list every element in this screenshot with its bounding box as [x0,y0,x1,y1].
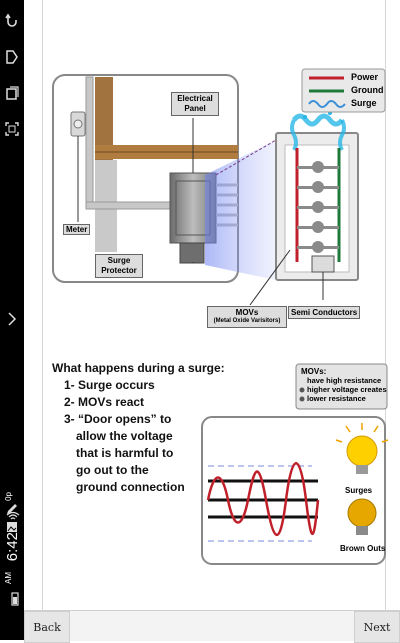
screenshot-icon[interactable] [3,120,21,138]
page-margin-right [385,0,386,610]
system-nav-bar: 0p 6:42 AM [0,0,24,640]
waveform-frame [201,416,386,565]
semi-conductor [311,255,335,273]
wifi-icon [4,508,22,526]
surge-glow [292,113,344,127]
mov-disks [297,161,339,253]
zoom-beam [205,140,276,280]
surge-protector [179,242,205,264]
next-button[interactable]: Next [354,611,400,643]
surge-diagram [52,68,389,565]
pencil-icon [3,500,21,518]
chevron-right-icon[interactable] [3,310,21,328]
status-area: 0p 6:42 AM [0,492,24,612]
bulb-bright-icon [335,423,389,474]
movs-note-box [295,363,388,410]
recent-apps-icon[interactable] [3,84,21,102]
bottom-nav: Back Next [24,610,400,643]
image-icon [3,518,21,536]
home-icon[interactable] [3,48,21,66]
conduit-horizontal [85,201,172,210]
bulb-dim-icon [347,498,377,535]
conduit-vertical [85,76,94,208]
battery-icon [6,590,24,608]
back-arrow-icon[interactable] [3,12,21,30]
surge-waveform [206,462,320,536]
page-margin-left [42,0,43,610]
back-button[interactable]: Back [24,611,70,643]
